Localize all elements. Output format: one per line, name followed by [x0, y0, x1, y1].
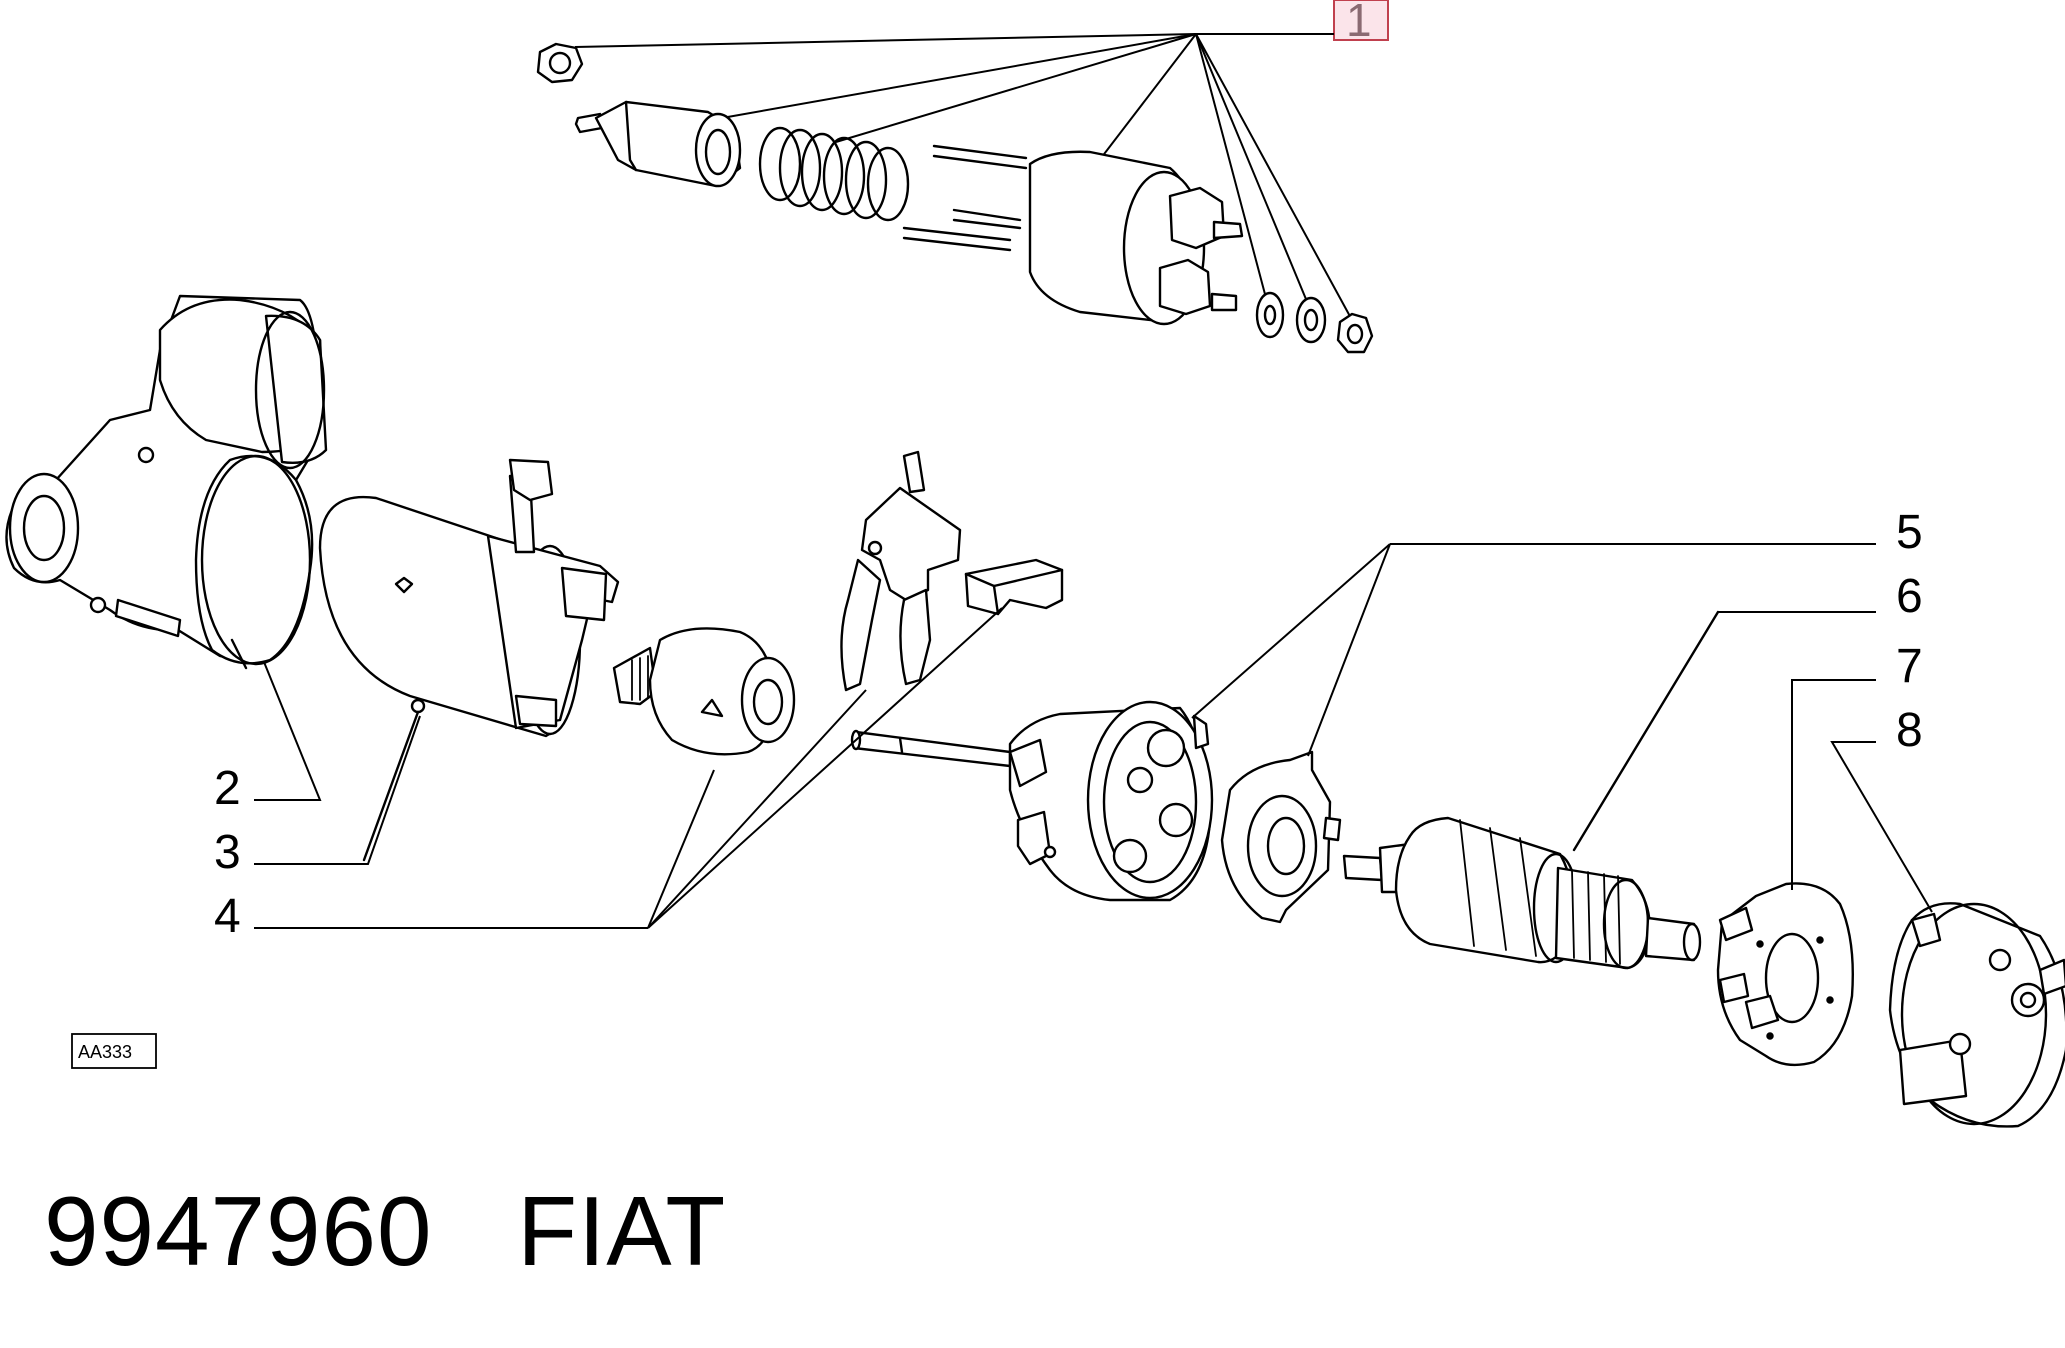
- callout-6-label[interactable]: 6: [1896, 570, 1923, 623]
- callout-4-label[interactable]: 4: [214, 890, 241, 943]
- callout-1-label[interactable]: 1: [1346, 0, 1372, 46]
- plunger: [574, 100, 742, 188]
- callout-8-label[interactable]: 8: [1896, 704, 1923, 757]
- rubber-seal-block: [964, 558, 1064, 616]
- commutator-end-cover: [1830, 741, 2065, 1128]
- callout-7-label[interactable]: 7: [1896, 640, 1923, 693]
- callout-3-label[interactable]: 3: [214, 826, 241, 879]
- shift-fork: [840, 450, 962, 692]
- reference-code: AA333: [78, 1042, 132, 1062]
- armature: [1342, 610, 1876, 970]
- planetary-gear-carrier: [1008, 700, 1214, 902]
- callout-1-group: 1: [574, 0, 1389, 321]
- drive-end-housing: [5, 294, 328, 670]
- leader-lines: [254, 543, 1876, 929]
- part-number: 9947960: [44, 1176, 433, 1286]
- internal-ring-gear: [1220, 750, 1342, 924]
- callout-5-label[interactable]: 5: [1896, 506, 1923, 559]
- pinion-clutch: [612, 627, 796, 756]
- part-caption: 9947960 FIAT: [44, 1175, 726, 1288]
- plunger-spring: [758, 126, 910, 222]
- drive-shaft: [850, 729, 1012, 768]
- yoke-field-frame: [318, 458, 620, 862]
- callout-2-label[interactable]: 2: [214, 762, 241, 815]
- solenoid-body: [902, 144, 1244, 326]
- brush-holder-plate: [1716, 679, 1876, 1067]
- reference-code-box: [71, 1033, 157, 1069]
- solenoid-nut-top: [536, 42, 584, 84]
- brand-name: FIAT: [517, 1176, 727, 1286]
- callout-1-highlight[interactable]: [1333, 0, 1389, 41]
- solenoid-washers-and-nut: [1255, 291, 1374, 354]
